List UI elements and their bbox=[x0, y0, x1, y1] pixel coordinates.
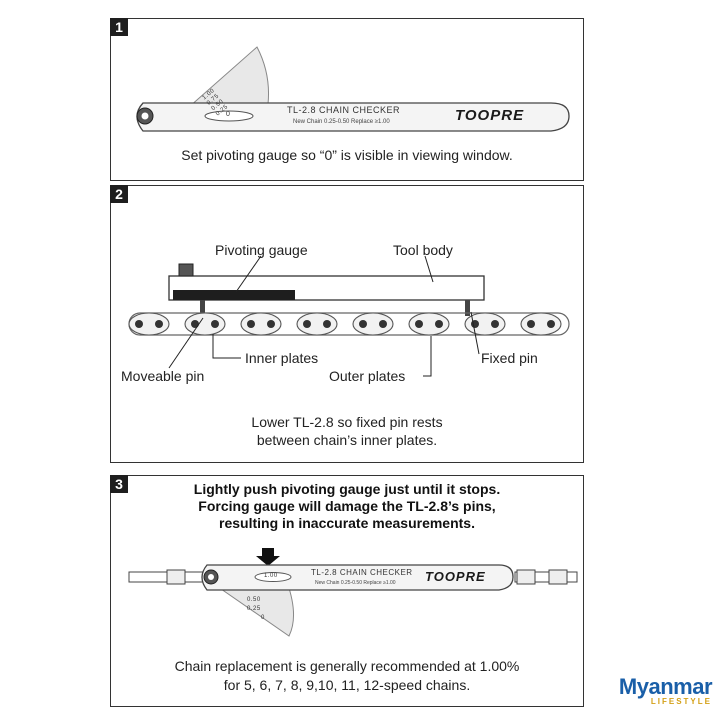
tool-body bbox=[201, 564, 514, 591]
pivot-bolt-center bbox=[141, 112, 149, 120]
tool-name: TL-2.8 CHAIN CHECKER bbox=[287, 105, 401, 115]
logo-sub-text: LIFESTYLE bbox=[650, 697, 712, 706]
gauge-bolt-icon bbox=[178, 263, 194, 277]
window-value: 0 bbox=[226, 111, 231, 118]
label-moveable-pin: Moveable pin bbox=[121, 368, 205, 384]
step-2-caption: Lower TL-2.8 so fixed pin rests between … bbox=[251, 414, 443, 448]
step-3-panel: 3 Lightly push pivoting gauge just until… bbox=[110, 475, 584, 707]
leader-lines bbox=[168, 255, 480, 377]
label-tool-body: Tool body bbox=[393, 242, 453, 258]
step-1-tool-illustration bbox=[136, 46, 570, 132]
viewing-window bbox=[254, 572, 292, 582]
step-2-panel: 2 bbox=[110, 185, 584, 463]
label-pivoting-gauge: Pivoting gauge bbox=[215, 242, 308, 258]
pivoting-gauge-fan bbox=[187, 46, 269, 108]
down-arrow-icon bbox=[256, 548, 280, 566]
tool-spec: New Chain 0.25-0.50 Replace ≥1.00 bbox=[293, 119, 390, 125]
brand-logo: TOOPRE bbox=[455, 107, 525, 124]
step-3-caption: Chain replacement is generally recommend… bbox=[174, 658, 520, 693]
step-number: 1 bbox=[110, 18, 128, 36]
label-inner-plates: Inner plates bbox=[245, 350, 319, 366]
logo-main-text: Myanmar bbox=[618, 674, 713, 699]
label-outer-plates: Outer plates bbox=[329, 368, 406, 384]
step-1-caption: Set pivoting gauge so “0” is visible in … bbox=[181, 147, 513, 163]
label-fixed-pin: Fixed pin bbox=[481, 350, 538, 366]
gauge-marks: 0.50 0.25 0 bbox=[247, 597, 265, 621]
chain-ends bbox=[128, 569, 578, 585]
moveable-pin bbox=[200, 300, 205, 316]
myanmar-lifestyle-logo: Myanmar LIFESTYLE bbox=[612, 674, 713, 707]
tool-spec: New Chain 0.25-0.50 Replace ≥1.00 bbox=[315, 580, 396, 586]
window-value: 1.00 bbox=[264, 573, 278, 579]
step-3-tool-illustration bbox=[128, 548, 578, 637]
step-number: 3 bbox=[110, 475, 128, 493]
step-2-chain-illustration bbox=[128, 255, 570, 377]
brand-logo: TOOPRE bbox=[425, 569, 486, 584]
bicycle-chain bbox=[128, 312, 570, 336]
fixed-pin bbox=[465, 300, 470, 316]
tool-name: TL-2.8 CHAIN CHECKER bbox=[311, 568, 413, 577]
viewing-window bbox=[204, 110, 254, 122]
step-1-panel: 1 1.00 0.75 0.50 0.25 0 TL-2.8 CHAIN CHE… bbox=[110, 18, 584, 181]
pivoting-gauge-bar bbox=[173, 290, 295, 300]
step-number: 2 bbox=[110, 185, 128, 203]
step-3-warning: Lightly push pivoting gauge just until i… bbox=[193, 481, 501, 531]
